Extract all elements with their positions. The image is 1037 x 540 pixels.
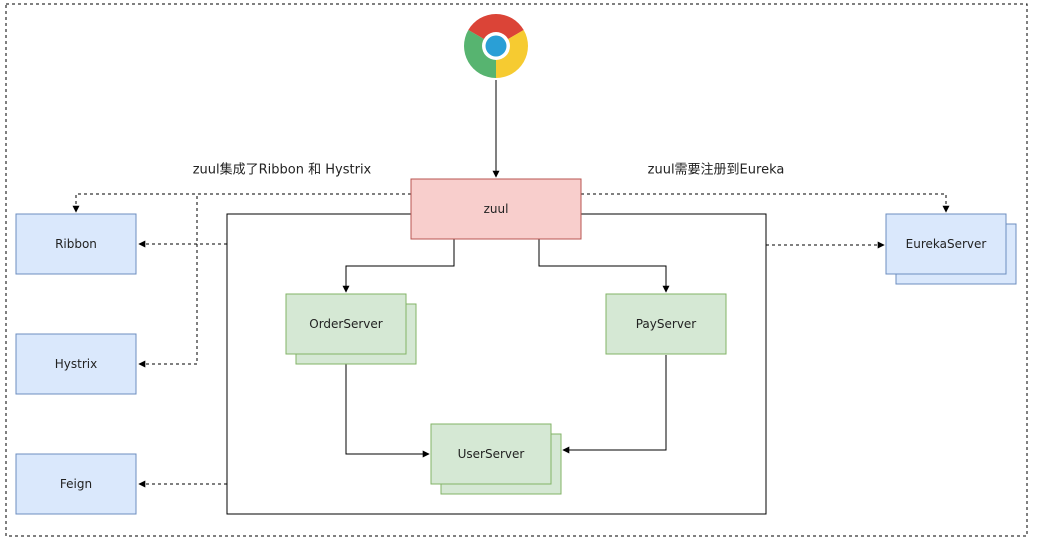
pay-server-node: PayServer [605, 293, 727, 355]
order-server-node: OrderServer [285, 293, 417, 365]
edge-pay-server-to-user-server [562, 355, 667, 454]
eureka-server-node: EurekaServer [885, 213, 1017, 285]
user-server-node: UserServer [430, 423, 562, 495]
chrome-browser-icon [464, 14, 528, 78]
ribbon-node: Ribbon [15, 213, 137, 275]
pay-server-label: PayServer [636, 317, 697, 331]
feign-label: Feign [60, 477, 92, 491]
eureka-server-label: EurekaServer [906, 237, 987, 251]
zuul-registration-annotation: zuul需要注册到Eureka [648, 163, 785, 178]
feign-node: Feign [15, 453, 137, 515]
zuul-node: zuul [410, 178, 582, 240]
edge-zuul-to-eureka [581, 193, 950, 213]
hystrix-label: Hystrix [55, 357, 97, 371]
edge-zuul-to-order-server [342, 239, 455, 293]
edge-order-server-to-user-server [345, 355, 430, 458]
zuul-integration-annotation: zuul集成了Ribbon 和 Hystrix [193, 162, 372, 178]
zuul-label: zuul [484, 202, 509, 216]
user-server-label: UserServer [458, 447, 525, 461]
ribbon-label: Ribbon [55, 237, 97, 251]
edge-zuul-to-pay-server [538, 239, 670, 293]
order-server-label: OrderServer [309, 317, 383, 331]
outer-boundary [5, 3, 1028, 537]
edge-zuul-to-ribbon [72, 193, 411, 213]
hystrix-node: Hystrix [15, 333, 137, 395]
